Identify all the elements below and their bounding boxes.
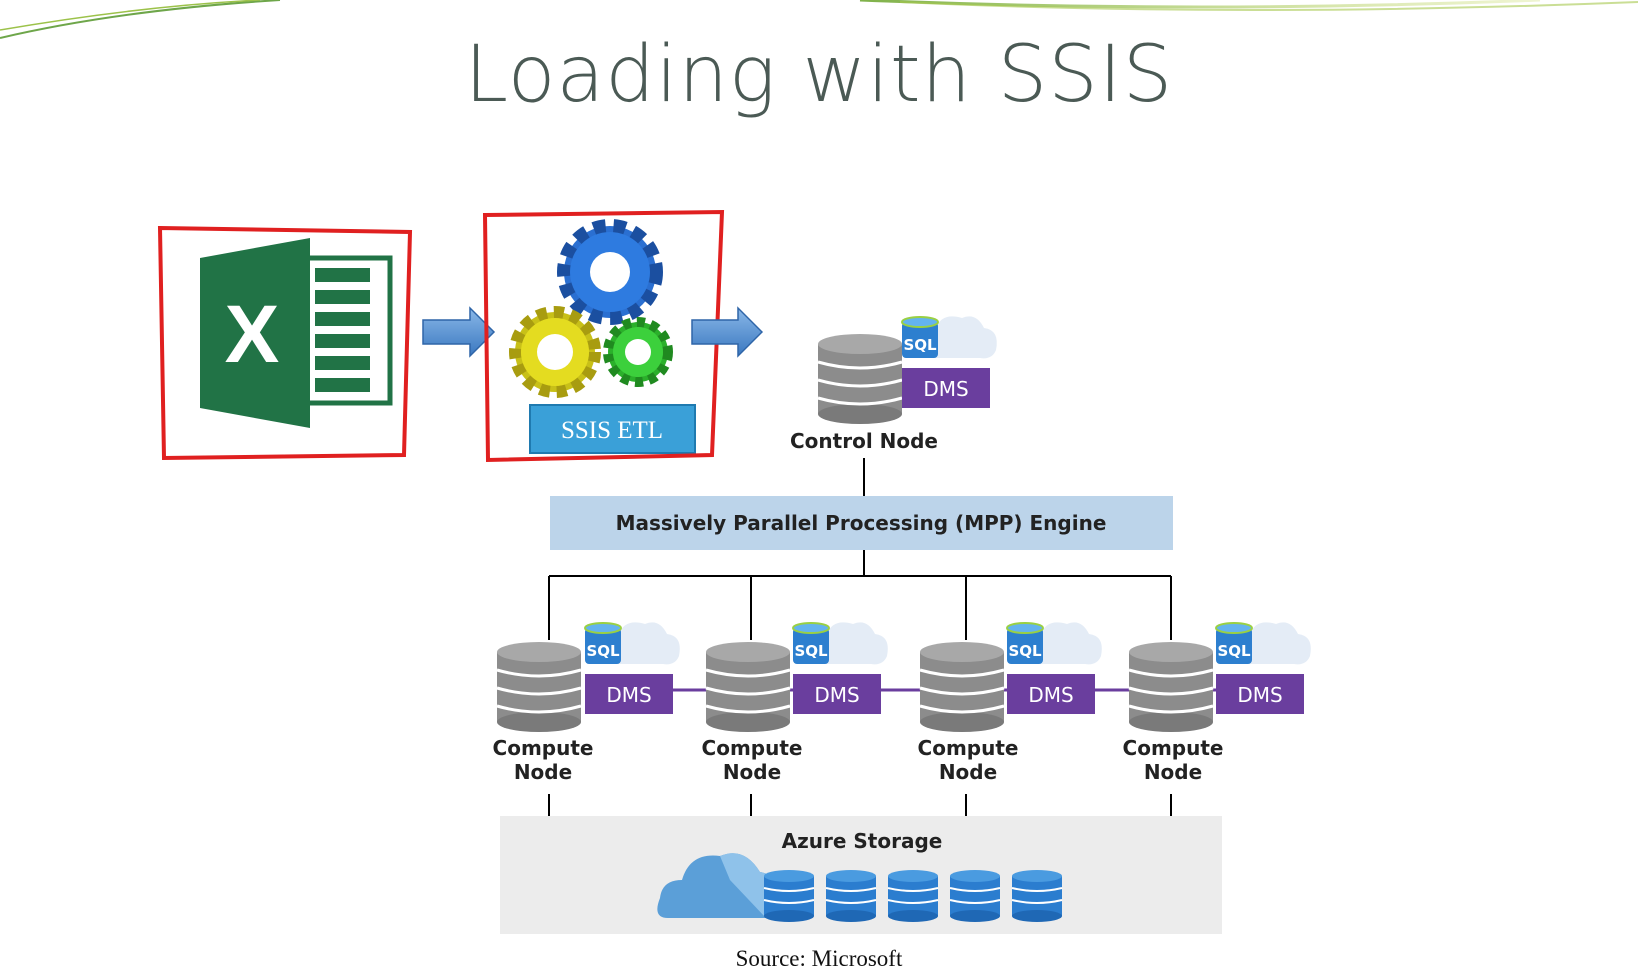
compute-node-3-label-line1: Compute xyxy=(918,736,1019,760)
mpp-engine-bar: Massively Parallel Processing (MPP) Engi… xyxy=(550,496,1173,550)
ssis-etl-box: SSIS ETL xyxy=(529,404,696,454)
storage-db-icon-5 xyxy=(1011,869,1063,923)
storage-db-icon-2 xyxy=(825,869,877,923)
compute-node-3-dms: DMS xyxy=(1028,683,1073,707)
compute-node-1-label-line2: Node xyxy=(514,760,572,784)
storage-db-icon-4 xyxy=(949,869,1001,923)
compute-node-3-sql: SQL xyxy=(1008,642,1042,660)
control-node-dms-label: DMS xyxy=(923,377,968,401)
source-caption: Source: Microsoft xyxy=(735,946,903,971)
compute-node-1-sql: SQL xyxy=(586,642,620,660)
control-node: SQL DMS Control Node xyxy=(790,315,998,453)
compute-node-3: SQL DMS Compute Node xyxy=(918,621,1103,784)
control-node-label: Control Node xyxy=(790,429,938,453)
mpp-engine-label: Massively Parallel Processing (MPP) Engi… xyxy=(616,511,1107,535)
annotation-box-excel xyxy=(157,225,413,461)
compute-node-3-label-line2: Node xyxy=(939,760,997,784)
excel-icon-letter: X xyxy=(225,289,280,380)
decorative-swoosh xyxy=(0,0,1638,39)
compute-node-4: SQL DMS Compute Node xyxy=(1123,621,1312,784)
azure-storage: Azure Storage xyxy=(500,816,1222,934)
control-node-sql-label: SQL xyxy=(903,336,937,354)
node-bus xyxy=(548,550,1172,640)
compute-node-1-dms: DMS xyxy=(606,683,651,707)
compute-node-4-label-line2: Node xyxy=(1144,760,1202,784)
ssis-etl-label: SSIS ETL xyxy=(561,417,663,444)
flow-arrow-2 xyxy=(691,306,764,358)
storage-db-icon-1 xyxy=(763,869,815,923)
compute-node-2-dms: DMS xyxy=(814,683,859,707)
compute-node-4-sql: SQL xyxy=(1217,642,1251,660)
compute-node-1-label-line1: Compute xyxy=(493,736,594,760)
compute-node-2: SQL DMS Compute Node xyxy=(702,621,889,784)
excel-icon: X xyxy=(200,238,393,428)
slide-title: Loading with SSIS xyxy=(464,30,1174,120)
storage-connectors xyxy=(548,794,1172,816)
compute-node-2-label-line2: Node xyxy=(723,760,781,784)
annotation-box-ssis xyxy=(482,209,725,463)
storage-db-icon-3 xyxy=(887,869,939,923)
gears-icon xyxy=(509,219,673,398)
compute-node-2-sql: SQL xyxy=(794,642,828,660)
compute-node-4-label-line1: Compute xyxy=(1123,736,1224,760)
compute-node-1: SQL DMS Compute Node xyxy=(493,621,681,784)
azure-storage-label: Azure Storage xyxy=(782,829,943,853)
compute-node-2-label-line1: Compute xyxy=(702,736,803,760)
flow-arrow-1 xyxy=(422,306,496,358)
compute-node-4-dms: DMS xyxy=(1237,683,1282,707)
